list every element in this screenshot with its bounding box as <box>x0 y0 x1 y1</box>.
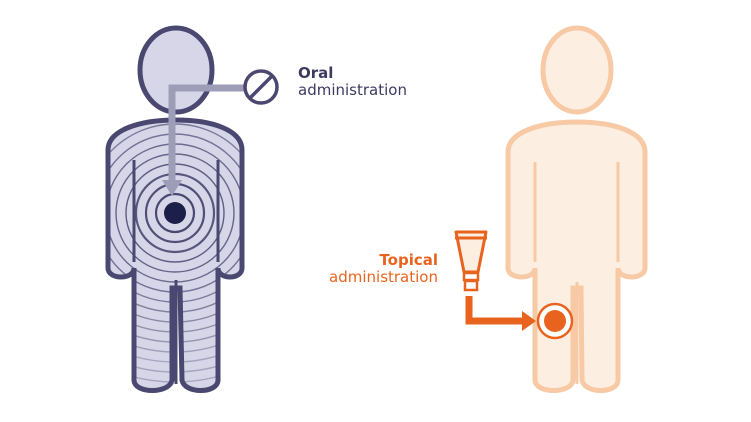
topical-person-head <box>540 25 614 115</box>
topical-arrowhead <box>522 311 536 331</box>
topical-person-figure <box>465 25 648 393</box>
topical-target-dot <box>544 310 566 332</box>
topical-label-subtitle: administration <box>329 268 438 287</box>
oral-target-dot <box>164 202 186 224</box>
absorption-ring <box>154 192 196 234</box>
oral-person-figure <box>105 25 245 393</box>
oral-person-body <box>105 117 245 393</box>
topical-label-title: Topical <box>379 251 438 269</box>
oral-person-head <box>137 25 215 115</box>
oral-arrowhead <box>162 180 182 196</box>
topical-route-arrow <box>465 296 524 325</box>
oral-label-title: Oral <box>298 64 334 82</box>
oral-label-subtitle: administration <box>298 81 407 100</box>
prohibited-circle-icon <box>243 69 279 105</box>
cream-tube-icon <box>454 230 488 292</box>
oral-route-arrow <box>168 84 244 182</box>
oral-administration-label: Oral administration <box>298 64 407 100</box>
topical-administration-label: Topical administration <box>329 251 438 287</box>
